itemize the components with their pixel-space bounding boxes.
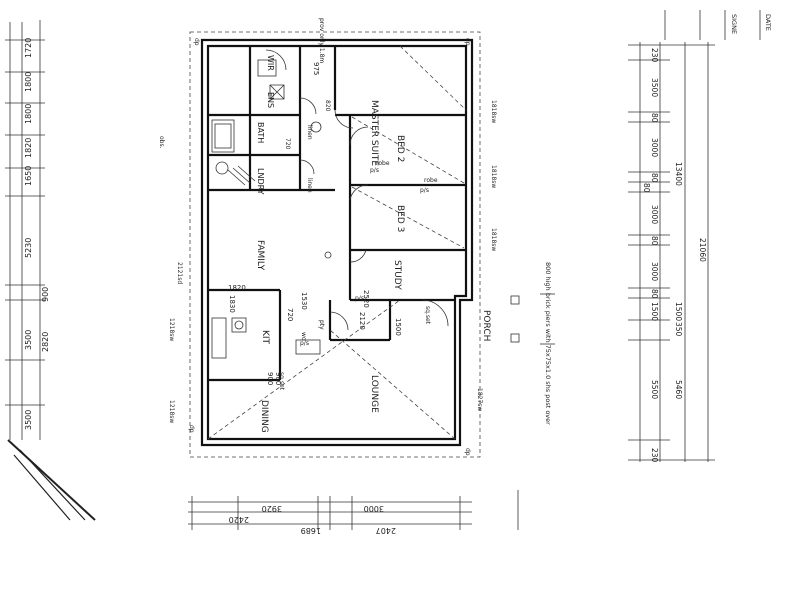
room-study: STUDY [392, 260, 402, 290]
section-marks [517, 293, 555, 530]
dim-right-5: 80 [650, 173, 659, 183]
interior-walls [208, 46, 466, 382]
room-bed-3: BED 3 [395, 205, 405, 232]
label-window-7: 2121sd [176, 262, 183, 284]
dim-top-3: 1800 [24, 104, 33, 124]
dim-inner-6: 1500 [394, 318, 402, 336]
dim-right-9: 3000 [650, 262, 659, 281]
label-prov: prov only 1.8m [318, 18, 325, 63]
title-block: SIGNE DATE [664, 10, 772, 40]
label-ps-4: p/s [300, 340, 309, 347]
dim-right-2: 3500 [650, 78, 659, 97]
label-dp-3: dp [188, 425, 195, 433]
dim-top-5: 1650 [24, 166, 33, 186]
room-wir: WIR [266, 55, 275, 71]
dim-inner-5: 2120 [358, 312, 366, 330]
room-porch: PORCH [481, 310, 491, 341]
label-sq-set-2: sq.set [424, 306, 431, 325]
label-pty: pty [318, 320, 325, 330]
dim-inner-2: 1530 [300, 292, 308, 310]
dim-inner-3: 1820 [228, 284, 246, 292]
room-lounge: LOUNGE [369, 375, 379, 413]
dim-right-8: 80 [650, 236, 659, 246]
dim-top-10: 3500 [24, 410, 33, 430]
fixtures [211, 59, 520, 359]
label-window-3: 1818sw [490, 100, 497, 123]
dim-top-6: 5230 [24, 238, 33, 258]
dim-right-4: 3000 [650, 138, 659, 157]
label-ps-1: p/s [370, 167, 379, 174]
label-signe: SIGNE [730, 14, 738, 34]
dim-right-total-a: 13400 [674, 162, 683, 186]
dim-right-total-b: 21060 [698, 238, 707, 262]
room-dining: DINING [259, 400, 269, 433]
label-door-820: 820 [324, 100, 331, 112]
dim-bottom-4: 1689 [301, 526, 321, 535]
label-window-4: 1818sw [490, 165, 497, 188]
dim-top-9: 2820 [41, 332, 50, 352]
dim-right-13: 350 [674, 322, 683, 337]
room-bath: BATH [256, 122, 265, 143]
dim-top-1: 1720 [24, 38, 33, 58]
door-swings [265, 49, 449, 331]
label-obs: obs. [158, 136, 165, 149]
room-ens: ENS [266, 92, 275, 108]
room-labels: MASTER SUITE WIR ENS BATH LNDRY BED 2 BE… [255, 55, 491, 433]
label-robe-2: robe [424, 177, 438, 184]
dim-inner-4: 975 [312, 62, 320, 75]
dim-inner-7: 900 [266, 372, 274, 385]
label-hwc: wo [300, 332, 307, 341]
dim-right-16: 230 [650, 448, 659, 463]
dim-right-15: 5460 [674, 380, 683, 399]
label-window-5: 1818sw [490, 228, 497, 251]
top-dimension-chain: 1720 1800 1800 1820 1650 5230 900 3500 2… [5, 20, 96, 521]
dim-bottom-5: 2407 [376, 526, 396, 535]
dim-top-2: 1800 [24, 72, 33, 92]
dim-top-7: 900 [41, 287, 50, 302]
label-ps-2: p/s [420, 187, 429, 194]
right-dimension-chain: 230 3500 80 3000 80 80 3000 80 3000 80 1… [628, 42, 715, 463]
dim-right-1: 230 [650, 48, 659, 63]
annotations: robe robe p/s p/s p/s p/s pty linen line… [158, 18, 552, 456]
dim-top-8: 3500 [24, 330, 33, 350]
dim-right-7: 3000 [650, 205, 659, 224]
dim-right-3: 80 [650, 113, 659, 123]
label-linen-2: linen [306, 178, 313, 193]
label-date: DATE [764, 14, 772, 31]
dim-inner-8: 900 [274, 372, 282, 385]
label-window-6: 1827sw [476, 388, 483, 411]
dim-inner-1: 1830 [228, 295, 236, 313]
label-door-720: 720 [284, 138, 291, 150]
room-family: FAMILY [255, 240, 265, 271]
dim-right-11: 1500 [650, 302, 659, 321]
dim-top-4: 1820 [24, 138, 33, 158]
room-kit: KIT [260, 330, 270, 345]
dim-bottom-3: 3000 [364, 504, 384, 513]
dim-inner-9: 720 [286, 308, 294, 321]
dim-right-14: 5500 [650, 380, 659, 399]
label-robe-1: robe [376, 160, 390, 167]
room-bed-2: BED 2 [395, 135, 405, 162]
label-pier-note: 800 high brick piers with 75x75x1.0 shs … [544, 262, 552, 425]
room-master-suite: MASTER SUITE [369, 100, 379, 166]
label-dp-4: dp [464, 448, 471, 456]
dim-right-12: 1500 [674, 302, 683, 321]
dim-inner-10: 2520 [362, 290, 370, 308]
label-ps-3: p/s [355, 295, 364, 302]
label-window-1: 1218sw [168, 400, 175, 423]
dim-bottom-2: 2420 [229, 515, 249, 524]
dim-right-10: 80 [650, 289, 659, 299]
room-lndry: LNDRY [256, 168, 265, 195]
inner-dimensions: 1830 1530 1820 975 2120 1500 900 900 720… [228, 62, 402, 385]
label-window-2: 1218sw [168, 318, 175, 341]
label-linen-1: linen [306, 125, 313, 140]
label-dp-2: dp [464, 38, 471, 46]
diagonal-reference-lines [207, 45, 467, 440]
bottom-dimension-chain: 3920 2420 3000 1689 2407 [188, 496, 472, 535]
dim-bottom-1: 3920 [262, 504, 282, 513]
label-dp-1: dp [193, 38, 200, 46]
dim-right-6: 80 [642, 183, 651, 193]
label-sq-set-1: sq.set [278, 372, 285, 391]
